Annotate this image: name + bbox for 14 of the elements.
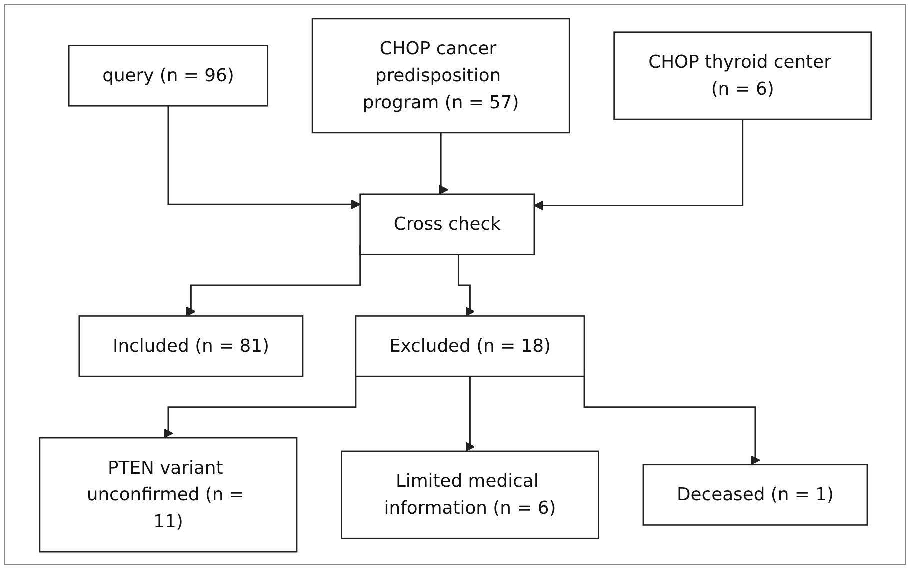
- node-box: Excluded (n = 18): [356, 316, 586, 378]
- arrow: [458, 254, 476, 317]
- arrow: [168, 106, 362, 210]
- node-box: CHOP thyroid center (n = 6): [614, 32, 872, 120]
- node-box: query (n = 96): [68, 45, 269, 107]
- node-box: Cross check: [360, 194, 536, 256]
- arrow: [466, 376, 476, 452]
- arrow: [439, 132, 450, 195]
- node-box: Deceased (n = 1): [643, 464, 868, 526]
- node-box: CHOP cancer predisposition program (n = 57): [312, 18, 571, 134]
- arrow: [534, 120, 744, 211]
- node-box: Limited medical information (n = 6): [341, 450, 600, 540]
- node-box: PTEN variant unconfirmed (n = 11): [40, 437, 298, 553]
- node-box: Included (n = 81): [79, 316, 304, 378]
